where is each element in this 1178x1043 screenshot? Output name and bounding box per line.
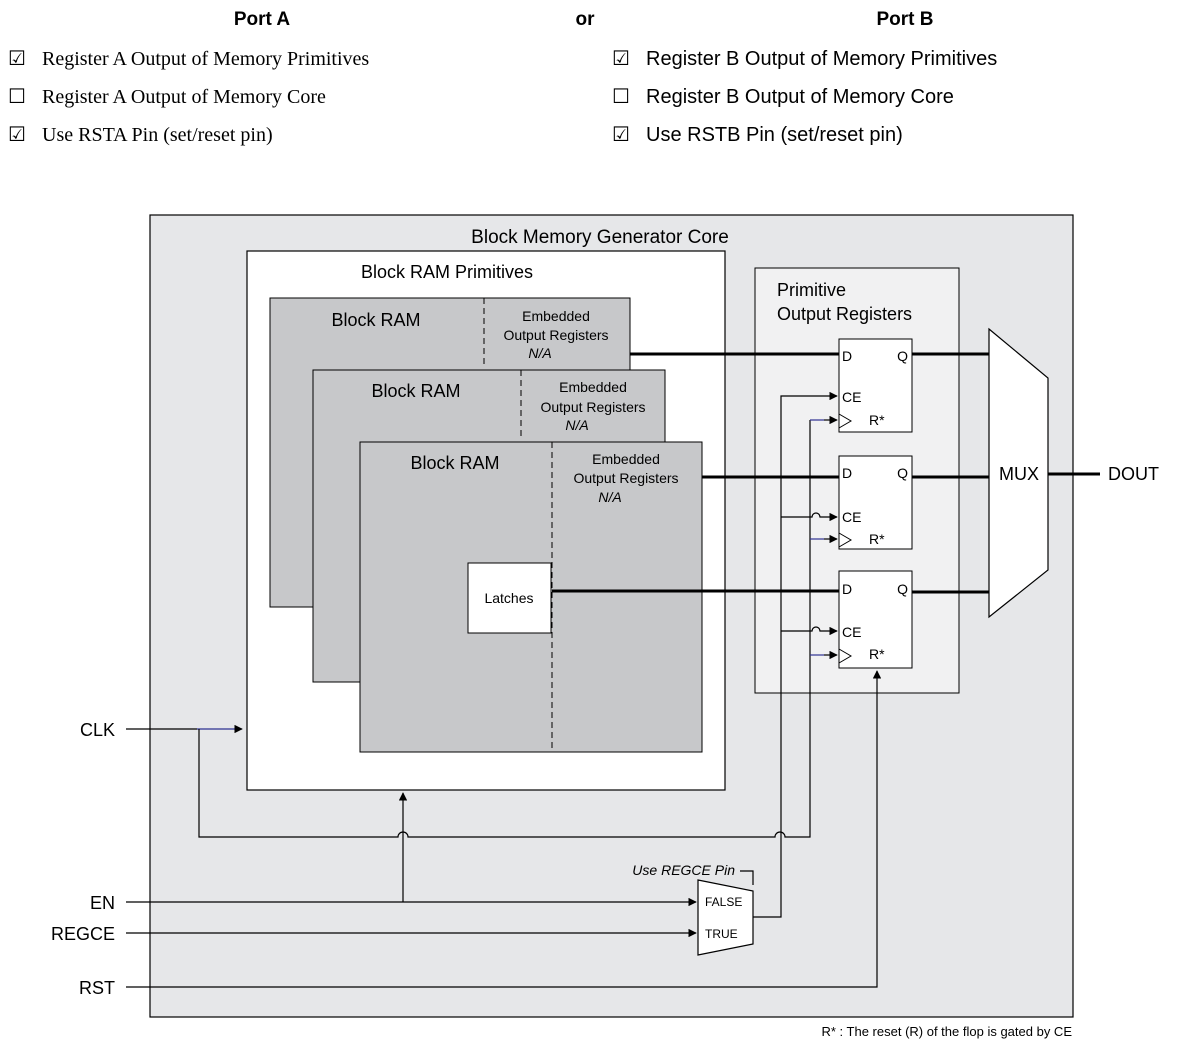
block-ram-2-embedded-label: Embedded bbox=[559, 379, 627, 395]
ce-wiring bbox=[753, 391, 838, 918]
regce-label: REGCE bbox=[51, 924, 115, 944]
block-ram-3-embedded-label: Embedded bbox=[592, 451, 660, 467]
block-ram-3-na: N/A bbox=[598, 489, 621, 505]
flip-flop-2: D Q CE R* bbox=[838, 455, 913, 550]
ff1-q-pin: Q bbox=[897, 348, 908, 364]
port-b-option-2-label: Register B Output of Memory Core bbox=[646, 86, 954, 108]
primitive-output-registers-title: Primitive bbox=[777, 280, 846, 300]
ff2-ce-pin: CE bbox=[842, 509, 861, 525]
dout-label: DOUT bbox=[1108, 464, 1159, 484]
block-ram-1-na: N/A bbox=[528, 345, 551, 361]
ff2-d-pin: D bbox=[842, 465, 852, 481]
ff1-reset-pin: R* bbox=[869, 412, 885, 428]
clk-label: CLK bbox=[80, 720, 115, 740]
en-label: EN bbox=[90, 893, 115, 913]
port-a-option-1-checkbox: ☑ bbox=[8, 48, 26, 70]
ff3-d-pin: D bbox=[842, 581, 852, 597]
ff1-ce-pin: CE bbox=[842, 389, 861, 405]
output-mux bbox=[988, 327, 1049, 619]
latches-label: Latches bbox=[484, 590, 533, 606]
data-paths bbox=[552, 352, 1100, 594]
port-a-heading: Port A bbox=[234, 9, 291, 30]
footnote: R* : The reset (R) of the flop is gated … bbox=[822, 1024, 1073, 1039]
block-ram-1-embedded-label-2: Output Registers bbox=[503, 327, 608, 343]
or-heading: or bbox=[576, 9, 596, 30]
ff2-q-pin: Q bbox=[897, 465, 908, 481]
ff1-d-pin: D bbox=[842, 348, 852, 364]
port-b-option-3-label: Use RSTB Pin (set/reset pin) bbox=[646, 124, 903, 146]
port-options-header: Port A or Port B ☑ Register A Output of … bbox=[8, 9, 997, 146]
ff3-ce-pin: CE bbox=[842, 624, 861, 640]
ff3-reset-pin: R* bbox=[869, 646, 885, 662]
block-ram-2-embedded-label-2: Output Registers bbox=[540, 399, 645, 415]
port-a-option-1-label: Register A Output of Memory Primitives bbox=[42, 48, 369, 70]
primitive-output-registers-title-2: Output Registers bbox=[777, 304, 912, 324]
block-ram-3-label: Block RAM bbox=[410, 453, 499, 473]
block-ram-3-embedded-label-2: Output Registers bbox=[573, 470, 678, 486]
port-a-option-2-label: Register A Output of Memory Core bbox=[42, 86, 326, 108]
port-b-heading: Port B bbox=[877, 9, 934, 30]
use-regce-pin-label: Use REGCE Pin bbox=[632, 862, 735, 878]
port-a-option-3-label: Use RSTA Pin (set/reset pin) bbox=[42, 124, 273, 146]
regce-mux-false: FALSE bbox=[705, 895, 742, 909]
rst-label: RST bbox=[79, 978, 115, 998]
regce-mux-true: TRUE bbox=[705, 927, 738, 941]
port-b-option-1-label: Register B Output of Memory Primitives bbox=[646, 48, 997, 70]
port-a-option-2-checkbox: ☐ bbox=[8, 86, 26, 108]
block-ram-1-embedded-label: Embedded bbox=[522, 308, 590, 324]
regce-select-mux bbox=[697, 879, 754, 956]
block-ram-primitives-title: Block RAM Primitives bbox=[361, 262, 533, 282]
flip-flop-3: D Q CE R* bbox=[838, 570, 913, 669]
flip-flop-1: D Q CE R* bbox=[838, 338, 913, 433]
output-mux-label: MUX bbox=[999, 464, 1039, 484]
block-ram-1-label: Block RAM bbox=[331, 310, 420, 330]
block-ram-2-na: N/A bbox=[565, 417, 588, 433]
port-b-option-1-checkbox: ☑ bbox=[612, 48, 630, 70]
port-b-option-2-checkbox: ☐ bbox=[612, 86, 630, 108]
port-b-option-3-checkbox: ☑ bbox=[612, 124, 630, 146]
latches-box bbox=[467, 562, 552, 634]
ff3-q-pin: Q bbox=[897, 581, 908, 597]
port-a-option-3-checkbox: ☑ bbox=[8, 124, 26, 146]
ff2-reset-pin: R* bbox=[869, 531, 885, 547]
clock-wiring bbox=[126, 415, 838, 838]
control-wiring bbox=[126, 670, 882, 988]
core-title: Block Memory Generator Core bbox=[471, 227, 729, 248]
block-ram-2-label: Block RAM bbox=[371, 381, 460, 401]
